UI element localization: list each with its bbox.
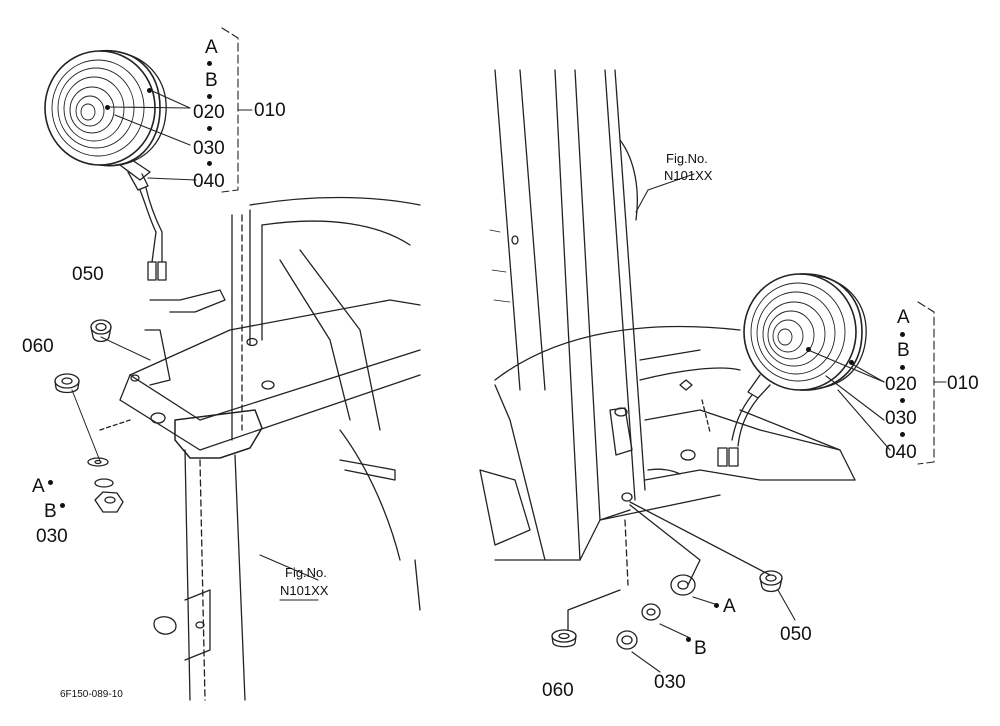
label-B-bottom-left: B xyxy=(44,501,57,522)
dot xyxy=(207,61,212,66)
label-030-right: 030 xyxy=(885,408,917,429)
label-050-right: 050 xyxy=(780,624,812,645)
label-A-top-right: A xyxy=(897,307,910,328)
frame-structure-left xyxy=(99,196,421,701)
fig-no-label-left: Fig.No. xyxy=(285,565,327,580)
fig-no-value-left: N101XX xyxy=(280,583,329,598)
label-040-left: 040 xyxy=(193,171,225,192)
callout-lines-right xyxy=(631,173,947,673)
dot xyxy=(686,637,691,642)
dot xyxy=(207,94,212,99)
label-010-right: 010 xyxy=(947,373,979,394)
work-lamp-right xyxy=(717,273,867,467)
label-030-bottom-left: 030 xyxy=(36,526,68,547)
dot xyxy=(207,126,212,131)
dot xyxy=(900,365,905,370)
label-060-right: 060 xyxy=(542,680,574,701)
label-010-left: 010 xyxy=(254,100,286,121)
label-030-bottom-right: 030 xyxy=(654,672,686,693)
small-parts-left xyxy=(54,319,151,513)
label-A-bottom-right: A xyxy=(723,596,736,617)
fig-no-label-right: Fig.No. xyxy=(666,151,708,166)
dot xyxy=(207,161,212,166)
label-B-top-left: B xyxy=(205,70,218,91)
work-lamp-left xyxy=(44,49,167,281)
label-020-left: 020 xyxy=(193,102,225,123)
label-020-right: 020 xyxy=(885,374,917,395)
dot xyxy=(900,332,905,337)
label-040-right: 040 xyxy=(885,442,917,463)
fig-no-value-right: N101XX xyxy=(664,168,713,183)
dot xyxy=(900,398,905,403)
dot xyxy=(714,603,719,608)
small-parts-right xyxy=(551,570,783,650)
dot xyxy=(48,480,53,485)
label-A-top-left: A xyxy=(205,37,218,58)
label-B-top-right: B xyxy=(897,340,910,361)
frame-structure-right xyxy=(479,69,856,631)
dot xyxy=(849,360,854,365)
label-050-left: 050 xyxy=(72,264,104,285)
label-B-bottom-right: B xyxy=(694,638,707,659)
drawing-id: 6F150-089-10 xyxy=(60,689,123,700)
callout-lines-left xyxy=(107,27,319,601)
dot xyxy=(60,503,65,508)
label-A-bottom-left: A xyxy=(32,476,45,497)
dot xyxy=(806,347,811,352)
dot xyxy=(900,432,905,437)
dot xyxy=(105,105,110,110)
dot xyxy=(147,88,152,93)
label-030-left: 030 xyxy=(193,138,225,159)
label-060-left: 060 xyxy=(22,336,54,357)
